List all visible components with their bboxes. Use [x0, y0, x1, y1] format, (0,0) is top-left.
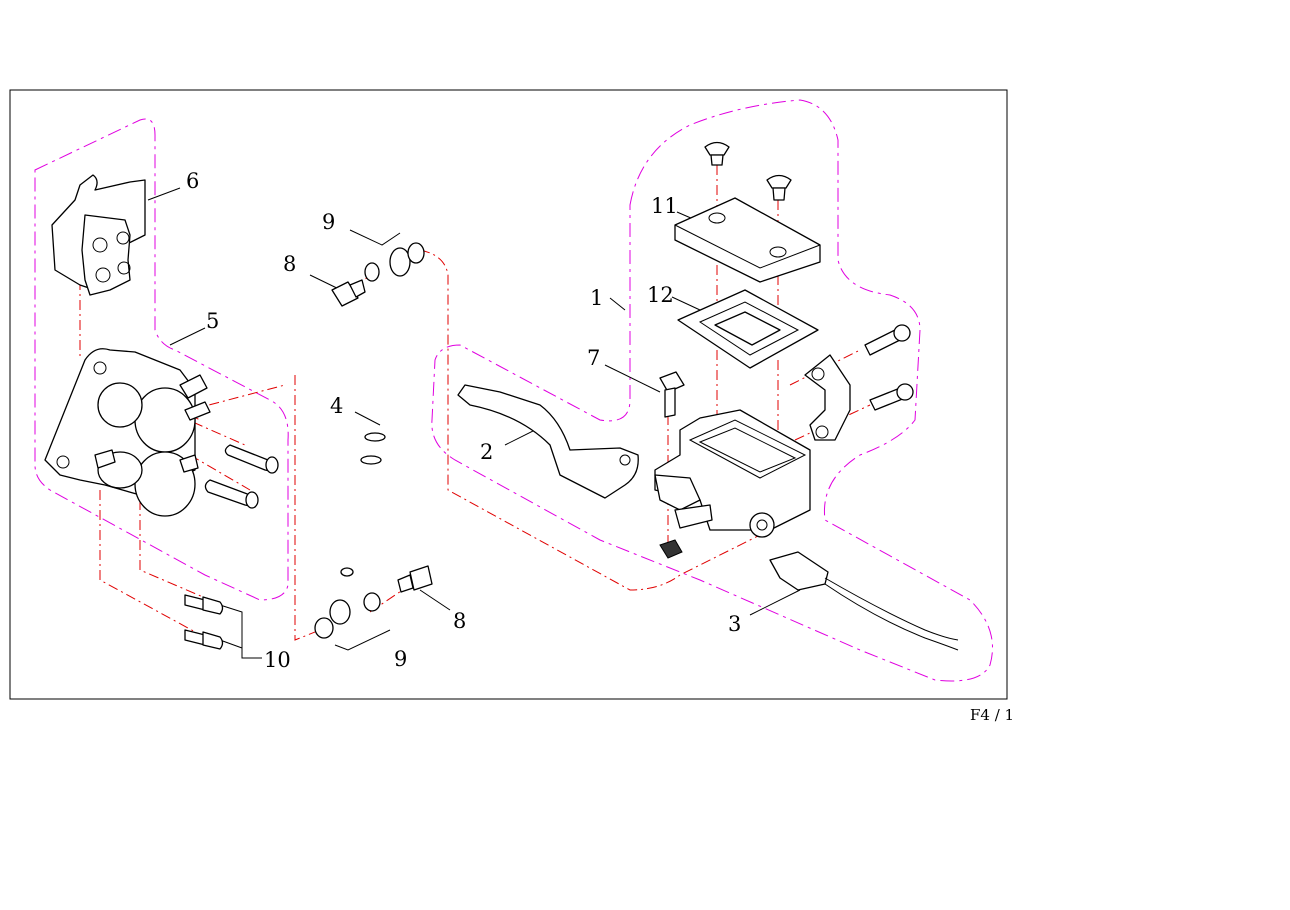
- brake-lever: [457, 384, 639, 499]
- reservoir-diaphragm: [677, 289, 819, 369]
- callout-8-lower: 8: [453, 609, 466, 633]
- callout-9-upper: 9: [322, 210, 335, 234]
- callout-6: 6: [186, 169, 199, 193]
- handlebar-clamp: [804, 324, 914, 441]
- callout-11: 11: [651, 194, 678, 218]
- callout-10: 10: [264, 648, 291, 672]
- callout-5: 5: [206, 309, 219, 333]
- sealing-washers: [314, 242, 425, 639]
- reservoir-cap: [674, 197, 821, 283]
- caliper-pins: [204, 444, 279, 509]
- caliper-group-boundary: [34, 118, 289, 601]
- lever-pivot-bolt: [659, 371, 685, 418]
- brake-pads: [51, 174, 146, 296]
- brake-caliper: [44, 348, 211, 517]
- cap-screws: [704, 141, 792, 201]
- callout-2: 2: [480, 440, 493, 464]
- brake-light-switch: [769, 551, 959, 651]
- callout-9-lower: 9: [394, 647, 407, 671]
- banjo-bolts: [331, 279, 433, 593]
- brake-hose: [329, 247, 411, 625]
- callout-12: 12: [647, 283, 674, 307]
- diagram-frame: [9, 89, 1008, 700]
- callout-8-upper: 8: [283, 252, 296, 276]
- callout-7: 7: [587, 346, 600, 370]
- master-cylinder-group-boundary: [431, 99, 993, 682]
- master-cylinder-body: [654, 409, 811, 559]
- callout-labels: 1 2 3 4 5 6 7 8 8 9 9 10 11 12: [186, 169, 741, 672]
- page-reference: F4 / 1: [970, 706, 1014, 724]
- caliper-mounting-bolts: [184, 594, 224, 650]
- callout-4: 4: [330, 394, 343, 418]
- callout-3: 3: [728, 612, 741, 636]
- callout-1: 1: [590, 286, 603, 310]
